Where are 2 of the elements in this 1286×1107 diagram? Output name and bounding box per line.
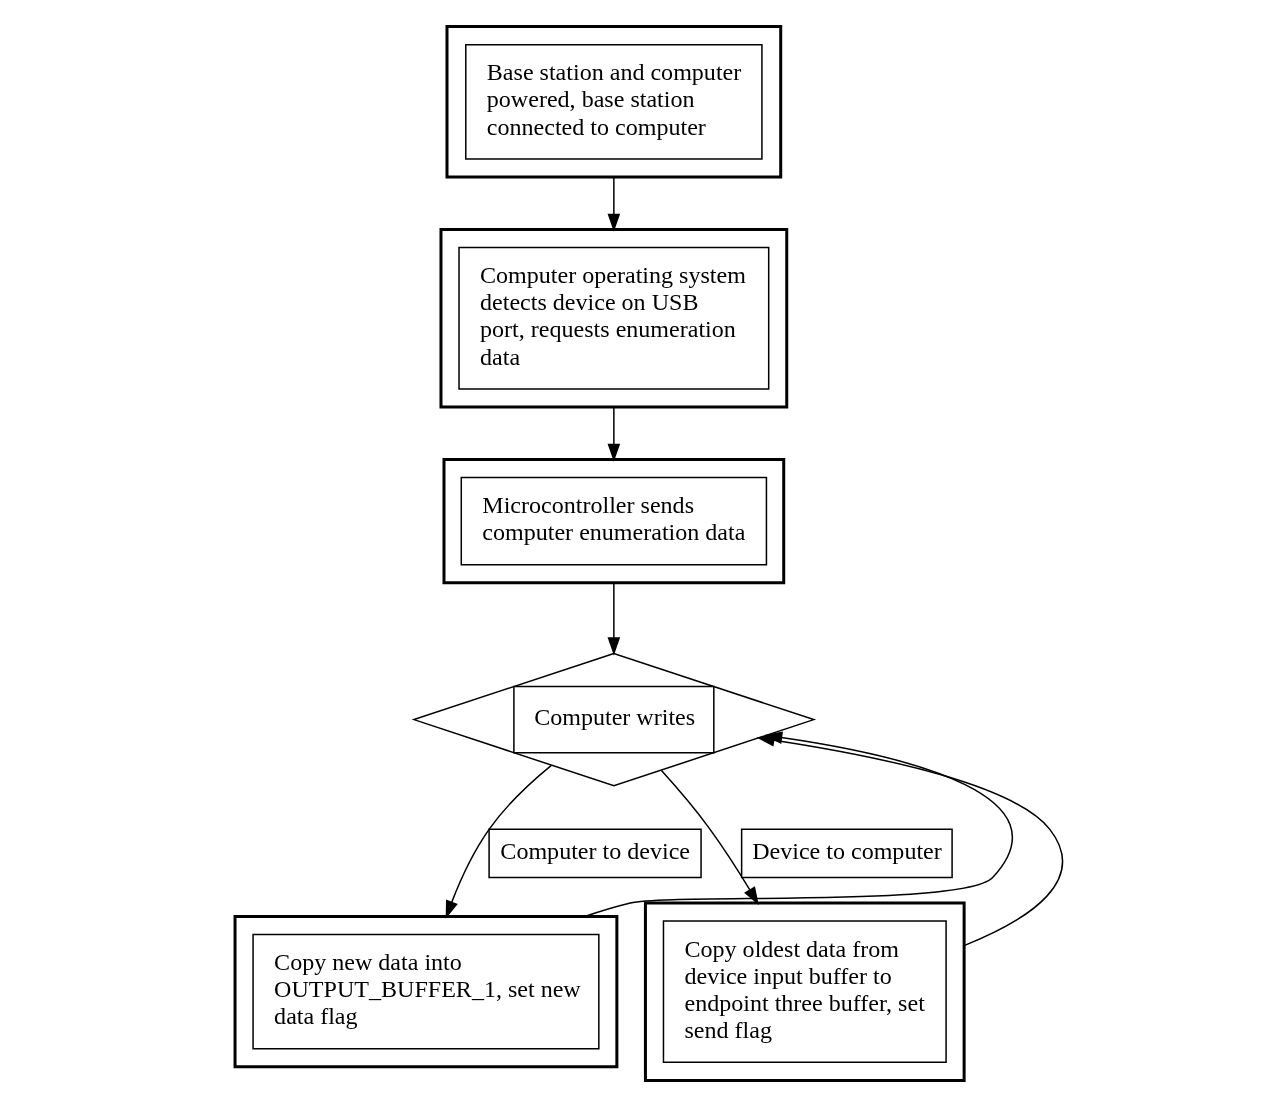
edge-label: Computer to device <box>500 838 691 865</box>
edge-label: Device to computer <box>752 838 942 865</box>
